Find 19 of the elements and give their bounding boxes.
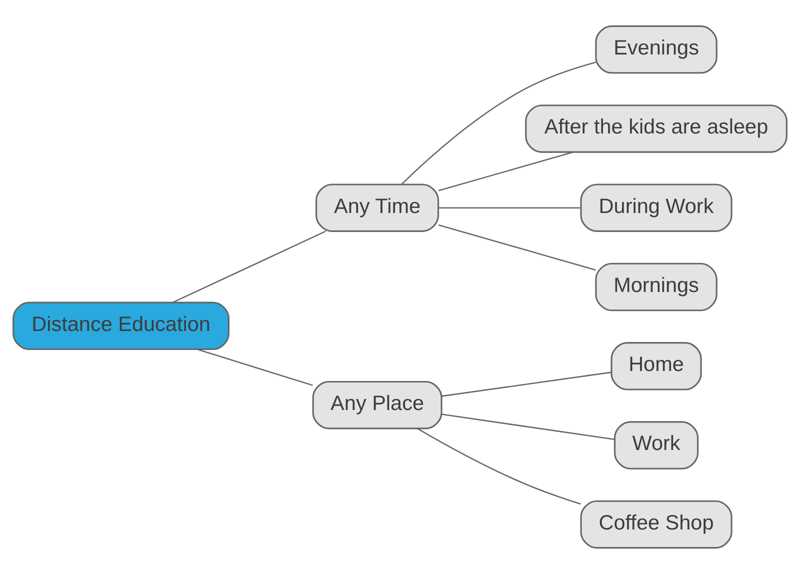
node-box: Work bbox=[614, 421, 699, 470]
node-box: Coffee Shop bbox=[580, 500, 732, 549]
node-box: Home bbox=[610, 342, 702, 390]
connector bbox=[401, 62, 596, 185]
node-box: Evenings bbox=[595, 25, 718, 74]
node-box: After the kids are asleep bbox=[525, 104, 788, 153]
connector bbox=[197, 348, 313, 386]
connector bbox=[438, 207, 581, 208]
connector bbox=[442, 372, 612, 397]
connector bbox=[442, 414, 615, 440]
node-box: Any Place bbox=[312, 380, 442, 430]
node-box: During Work bbox=[580, 184, 732, 232]
connector bbox=[438, 152, 574, 192]
connector bbox=[438, 224, 596, 271]
node-box: Mornings bbox=[595, 262, 718, 312]
node-box: Any Time bbox=[316, 184, 440, 232]
connector bbox=[417, 428, 581, 505]
connector bbox=[172, 230, 326, 303]
node-box: Distance Education bbox=[12, 302, 230, 350]
